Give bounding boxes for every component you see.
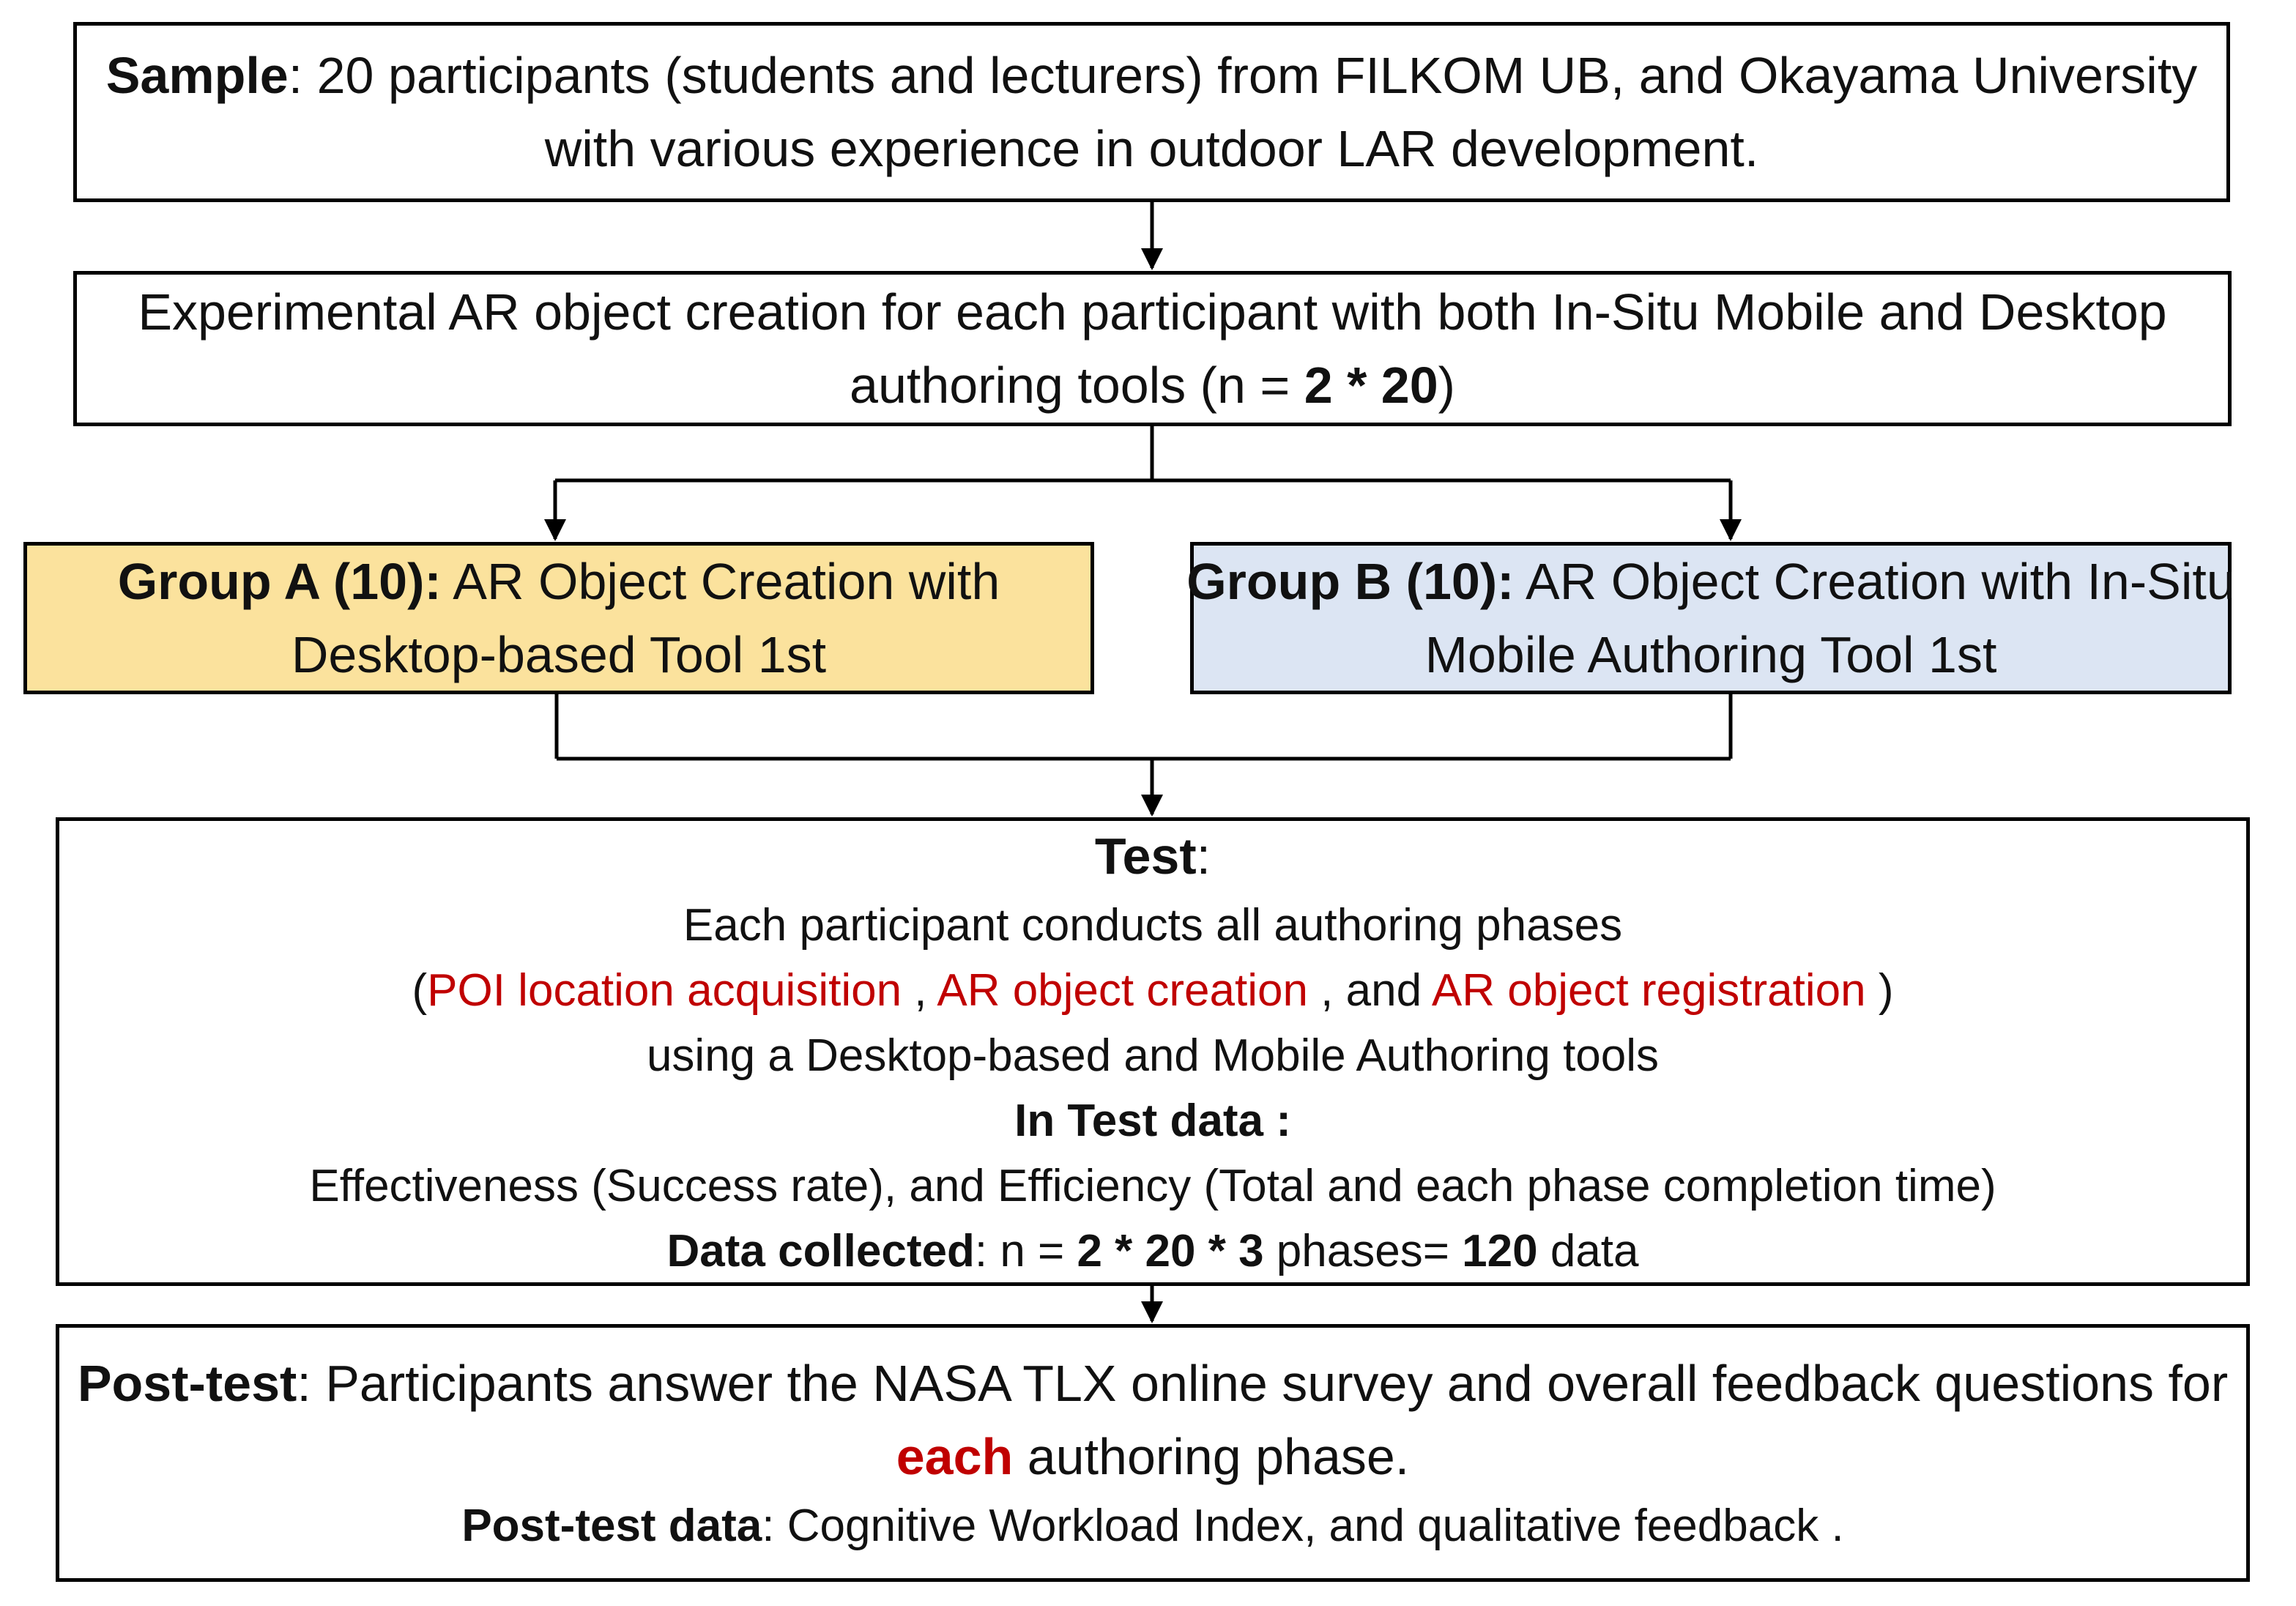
test-line-1: Each participant conducts all authoring …: [683, 900, 1623, 951]
experiment-line-2-prefix: authoring tools (n =: [850, 357, 1304, 414]
sample-box: Sample: 20 participants (students and le…: [73, 22, 2230, 202]
test-collected-formula: 2 * 20 * 3: [1077, 1226, 1264, 1276]
test-phase-close: ): [1865, 965, 1894, 1016]
test-phase-sep-2: , and: [1307, 965, 1432, 1016]
experiment-sample-size: 2 * 20: [1304, 357, 1438, 414]
group-a-text: AR Object Creation with: [441, 553, 1000, 610]
group-a-label: Group A (10):: [117, 553, 442, 610]
test-collected-line: Data collected: n = 2 * 20 * 3 phases= 1…: [666, 1219, 1638, 1284]
group-b-line-2: Mobile Authoring Tool 1st: [1424, 626, 1997, 683]
test-title-suffix: :: [1196, 828, 1211, 885]
test-collected-label: Data collected: [666, 1226, 975, 1276]
group-b-box: Group B (10): AR Object Creation with In…: [1186, 542, 2235, 694]
group-b-label: Group B (10):: [1186, 553, 1515, 610]
phase-ar-object-registration: AR object registration: [1431, 965, 1866, 1016]
test-line-3: using a Desktop-based and Mobile Authori…: [646, 1030, 1660, 1081]
posttest-line-2: each authoring phase.: [896, 1420, 1410, 1493]
posttest-data-label: Post-test data: [461, 1501, 762, 1551]
test-phase-sep-1: ,: [902, 965, 937, 1016]
sample-text: : 20 participants (students and lecturer…: [288, 47, 2198, 104]
experiment-line-1: Experimental AR object creation for each…: [138, 283, 2167, 341]
group-b-line-1: Group B (10): AR Object Creation with In…: [1186, 545, 2235, 618]
sample-line-1: Sample: 20 participants (students and le…: [106, 39, 2198, 112]
test-box: Test: Each participant conducts all auth…: [56, 817, 2250, 1286]
posttest-emphasis: each: [896, 1428, 1014, 1485]
posttest-label: Post-test: [77, 1355, 297, 1412]
test-collected-text-2: phases=: [1263, 1226, 1463, 1276]
posttest-data-text: : Cognitive Workload Index, and qualitat…: [762, 1501, 1844, 1551]
test-collected-total: 120: [1462, 1226, 1538, 1276]
sample-line-2: with various experience in outdoor LAR d…: [544, 120, 1759, 177]
experiment-line-2: authoring tools (n = 2 * 20): [850, 349, 1455, 422]
group-a-box: Group A (10): AR Object Creation with De…: [23, 542, 1094, 694]
test-data-heading: In Test data :: [1014, 1096, 1291, 1146]
group-b-text: AR Object Creation with In-Situ: [1514, 553, 2235, 610]
experiment-box: Experimental AR object creation for each…: [73, 271, 2232, 426]
test-data-line: Effectiveness (Success rate), and Effici…: [309, 1161, 1996, 1211]
test-collected-text-3: data: [1537, 1226, 1639, 1276]
test-heading: Test:: [1095, 819, 1211, 893]
posttest-data-line: Post-test data: Cognitive Workload Index…: [461, 1493, 1843, 1559]
phase-poi-location-acquisition: POI location acquisition: [427, 965, 902, 1016]
test-phases-line: (POI location acquisition , AR object cr…: [412, 958, 1894, 1023]
phase-ar-object-creation: AR object creation: [937, 965, 1308, 1016]
sample-label: Sample: [105, 47, 289, 104]
group-a-line-2: Desktop-based Tool 1st: [291, 626, 827, 683]
test-collected-text-1: : n =: [974, 1226, 1077, 1276]
group-a-line-1: Group A (10): AR Object Creation with: [118, 545, 1000, 618]
test-phase-open: (: [412, 965, 428, 1016]
posttest-text-1: : Participants answer the NASA TLX onlin…: [297, 1355, 2229, 1412]
test-title: Test: [1094, 828, 1197, 885]
posttest-line-1: Post-test: Participants answer the NASA …: [78, 1347, 2228, 1420]
posttest-box: Post-test: Participants answer the NASA …: [56, 1324, 2250, 1582]
experiment-line-2-suffix: ): [1438, 357, 1455, 414]
posttest-text-2: authoring phase.: [1013, 1428, 1410, 1485]
